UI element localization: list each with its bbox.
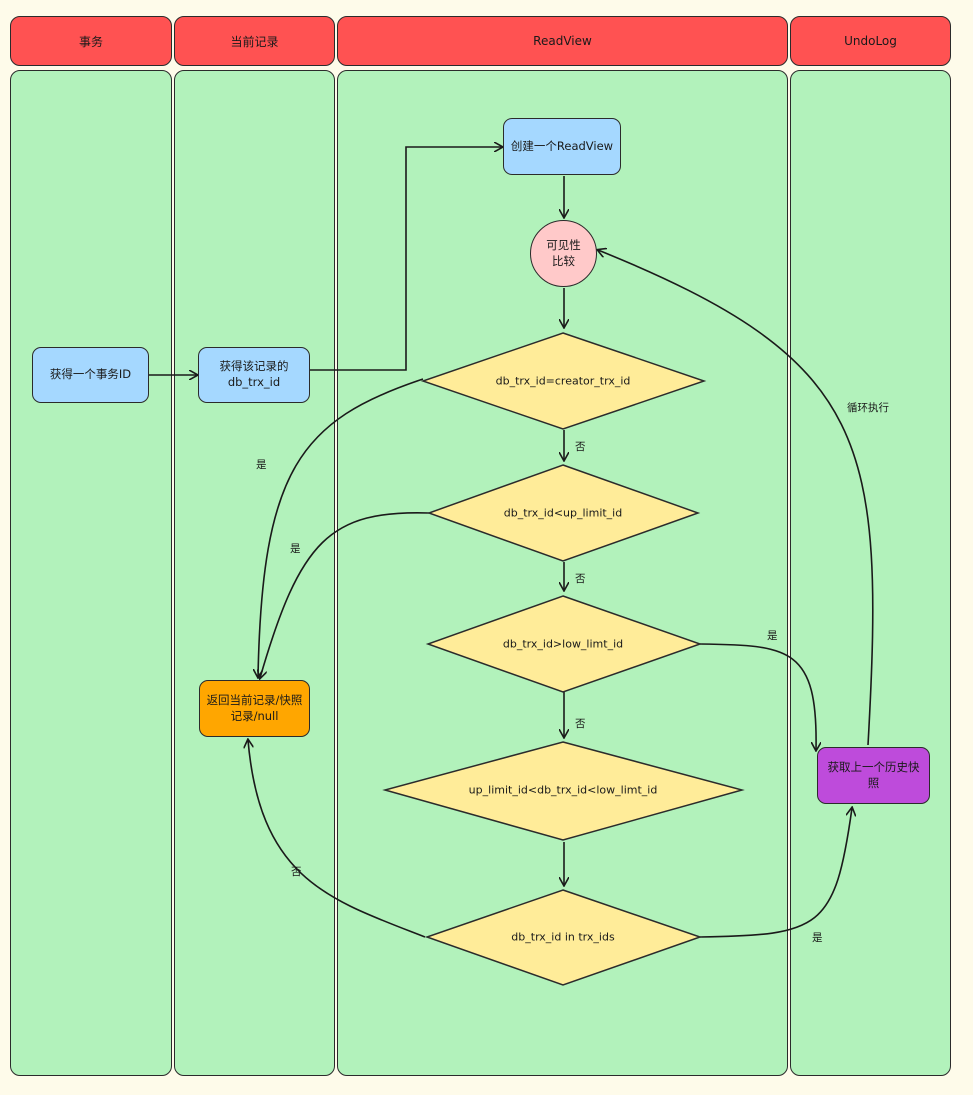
lane-header-undolog: UndoLog: [790, 16, 951, 66]
edge-d5-yes: [699, 808, 852, 938]
node-text-line: 返回当前记录/快照: [206, 692, 303, 707]
lane-undolog: [790, 70, 951, 1076]
edge-d2-yes: [260, 512, 430, 678]
node-text: 创建一个ReadView: [510, 138, 614, 153]
edge-label-no-2: 否: [575, 573, 586, 585]
node-return-record: 返回当前记录/快照 记录/null: [199, 680, 310, 737]
decision-low-limit-text: db_trx_id>low_limt_id: [502, 637, 624, 651]
lane-title: 当前记录: [230, 34, 279, 49]
edge-label-yes-in-ids: 是: [812, 932, 823, 944]
decision-in-ids: [424, 889, 703, 986]
node-text-line: 记录/null: [230, 708, 279, 723]
decision-between: [382, 741, 745, 841]
lane-header-transaction: 事务: [10, 16, 172, 66]
decision-in-ids-text: db_trx_id in trx_ids: [511, 930, 615, 944]
edge-d1-yes: [258, 378, 424, 677]
node-get-record-trx-id: 获得该记录的 db_trx_id: [198, 347, 310, 403]
lane-current-record: [174, 70, 335, 1076]
lane-header-current-record: 当前记录: [174, 16, 335, 66]
decision-between-text: up_limit_id<db_trx_id<low_limt_id: [468, 783, 658, 797]
lane-title: ReadView: [533, 34, 592, 48]
decision-up-limit: [426, 464, 701, 562]
decision-up-limit-text: db_trx_id<up_limit_id: [503, 506, 623, 520]
edge-label-no-3: 否: [575, 718, 586, 730]
node-get-history-snapshot: 获取上一个历史快照: [817, 747, 930, 804]
node-text-line: 获得该记录的: [219, 359, 289, 374]
edge-label-no-in-ids: 否: [291, 866, 302, 878]
node-text: 获得一个事务ID: [49, 367, 132, 382]
edge-loop: [598, 250, 874, 746]
node-text-line: 可见性: [546, 237, 581, 252]
node-get-trx-id: 获得一个事务ID: [32, 347, 149, 403]
edge-label-loop: 循环执行: [847, 402, 889, 414]
lane-header-readview: ReadView: [337, 16, 788, 66]
decision-creator: [420, 332, 707, 430]
edge-label-no-1: 否: [575, 441, 586, 453]
node-text-line: 比较: [552, 253, 575, 268]
decision-low-limit: [425, 595, 703, 693]
lane-transaction: [10, 70, 172, 1076]
edge-label-yes-up-limit: 是: [290, 543, 301, 555]
decision-creator-text: db_trx_id=creator_trx_id: [495, 374, 631, 388]
node-visibility-compare: 可见性 比较: [530, 220, 597, 287]
lane-title: 事务: [78, 34, 103, 49]
edge-d5-no: [248, 740, 426, 938]
node-create-readview: 创建一个ReadView: [503, 118, 621, 175]
edge-d3-yes: [699, 643, 816, 750]
edge-label-yes-low-limit: 是: [767, 630, 778, 642]
lane-title: UndoLog: [844, 34, 897, 48]
edge-record-to-readview: [310, 147, 502, 371]
edge-label-yes-creator: 是: [256, 459, 267, 471]
node-text-line: db_trx_id: [227, 375, 281, 389]
node-text: 获取上一个历史快照: [827, 759, 920, 790]
